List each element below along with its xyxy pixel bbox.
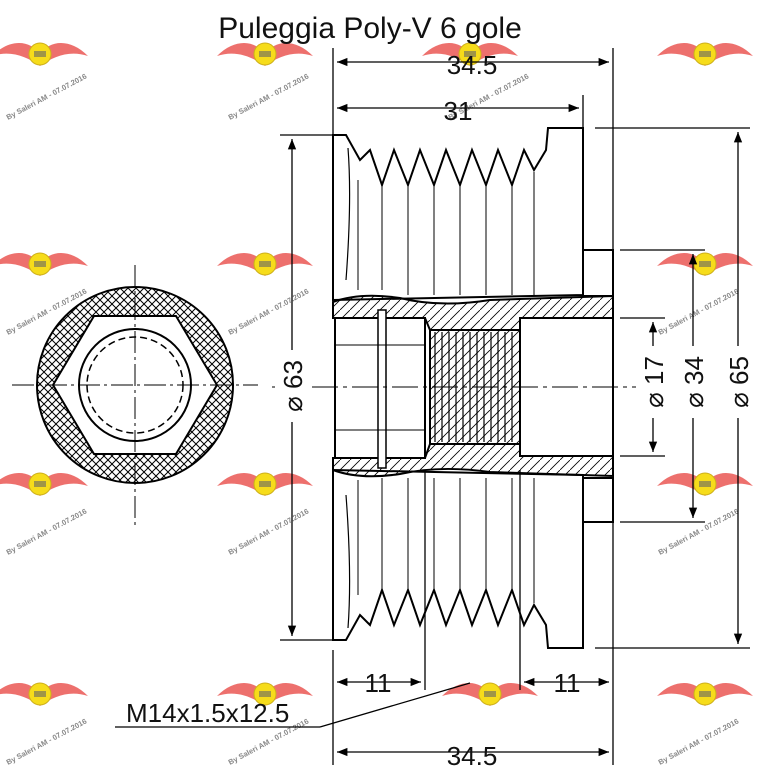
hub-flange-upper: [582, 249, 614, 297]
watermark-logo: [656, 42, 754, 67]
watermark-logo: [0, 42, 89, 67]
watermark-text: By Saleri AM - 07.07.2016: [657, 287, 740, 337]
watermark-logo: [216, 472, 314, 497]
pulley-grooves-upper: [332, 127, 584, 302]
watermark-logo: [216, 42, 314, 67]
watermark-text: By Saleri AM - 07.07.2016: [227, 287, 310, 337]
label-bg: [676, 346, 710, 418]
watermark-logo: [0, 472, 89, 497]
label-bg: [721, 346, 755, 418]
dim-groove-length: 31: [444, 96, 473, 126]
watermark-text: By Saleri AM - 07.07.2016: [227, 507, 310, 557]
groove-lines: [357, 478, 535, 603]
dim-diameter-bore: ⌀ 17: [639, 356, 669, 408]
watermark-text: By Saleri AM - 07.07.2016: [5, 507, 88, 557]
watermark-logo: [0, 682, 89, 707]
circlip: [377, 309, 387, 469]
label-bg: [275, 350, 309, 422]
watermark-text: By Saleri AM - 07.07.2016: [5, 72, 88, 122]
dim-diameter-grooves: ⌀ 63: [278, 360, 308, 412]
dim-overall-length-bottom: 34.5: [447, 741, 498, 771]
groove-contour: [345, 147, 351, 281]
watermark-logo: [0, 252, 89, 277]
label-bg: [636, 346, 670, 418]
dim-overall-length-top: 34.5: [447, 50, 498, 80]
watermark-logo: [216, 252, 314, 277]
dim-right-hub-length: 11: [554, 668, 581, 698]
pulley-grooves-lower: [332, 468, 584, 649]
watermark-text: By Saleri AM - 07.07.2016: [5, 717, 88, 767]
dim-left-hub-length: 11: [365, 668, 392, 698]
watermark-text: By Saleri AM - 07.07.2016: [227, 72, 310, 122]
groove-contour: [345, 494, 351, 629]
watermark-text: By Saleri AM - 07.07.2016: [657, 717, 740, 767]
end-view: [12, 265, 258, 525]
drawing-title: Puleggia Poly-V 6 gole: [218, 12, 522, 45]
watermark-logo: [656, 682, 754, 707]
dim-diameter-flange: ⌀ 65: [724, 356, 754, 408]
groove-lines: [357, 172, 535, 295]
dim-diameter-hub: ⌀ 34: [679, 356, 709, 408]
pulley-section: [272, 127, 650, 649]
watermark-text: By Saleri AM - 07.07.2016: [657, 507, 740, 557]
hub-flange-lower: [582, 477, 614, 523]
thread-callout: M14x1.5x12.5: [126, 698, 289, 728]
